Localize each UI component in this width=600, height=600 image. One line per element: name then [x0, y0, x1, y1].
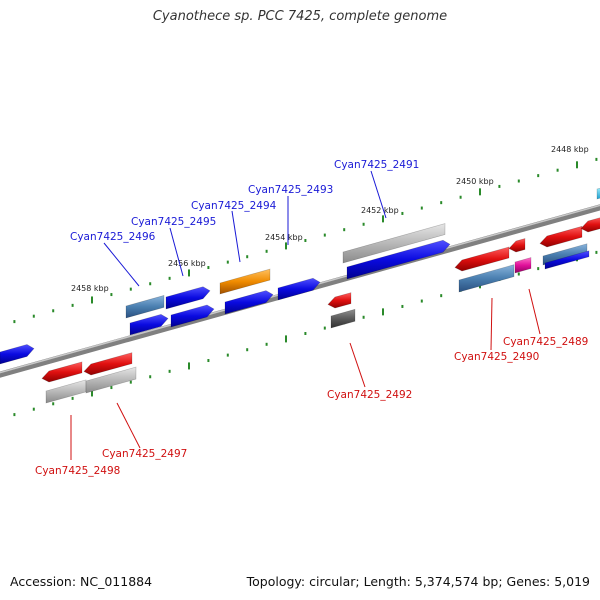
scale-label-2456: 2456 kbp [168, 259, 206, 268]
gene-feature[interactable] [170, 304, 215, 328]
gene-label-2498: Cyan7425_2498 [35, 465, 120, 477]
gene-feature[interactable] [539, 225, 583, 248]
gene-label-2496: Cyan7425_2496 [70, 231, 156, 243]
gene-feature[interactable] [346, 239, 451, 280]
gene-feature[interactable] [454, 246, 510, 272]
gene-feature[interactable] [83, 352, 133, 376]
map-title: Cyanothece sp. PCC 7425, complete genome [152, 9, 448, 24]
accession-text: Accession: NC_011884 [10, 574, 153, 589]
scale-label-2458: 2458 kbp [71, 284, 109, 293]
scale-labels: 2448 kbp 2450 kbp 2452 kbp 2454 kbp 2456… [71, 145, 589, 293]
gene-feature[interactable] [544, 250, 590, 270]
scale-label-2450: 2450 kbp [456, 177, 494, 186]
callout-lines [70, 170, 541, 460]
gene-feature[interactable] [580, 217, 600, 233]
gene-feature[interactable] [224, 290, 274, 315]
gene-label-2489: Cyan7425_2489 [503, 336, 588, 348]
gene-feature[interactable] [277, 277, 321, 301]
gene-feature[interactable] [165, 286, 211, 310]
gene-feature[interactable] [327, 292, 352, 309]
gene-label-2493: Cyan7425_2493 [248, 184, 333, 196]
gene-feature[interactable] [514, 257, 532, 274]
gene-feature[interactable] [0, 344, 35, 365]
genome-summary-text: Topology: circular; Length: 5,374,574 bp… [246, 574, 590, 589]
gene-feature[interactable] [45, 379, 87, 404]
gene-label-2494: Cyan7425_2494 [191, 200, 277, 212]
gene-feature[interactable] [125, 295, 165, 319]
gene-feature[interactable] [596, 187, 600, 200]
gene-feature[interactable] [330, 308, 356, 329]
gene-feature[interactable] [129, 314, 169, 336]
scale-label-2448: 2448 kbp [551, 145, 589, 154]
gene-label-2490: Cyan7425_2490 [454, 351, 539, 363]
gene-label-2495: Cyan7425_2495 [131, 216, 216, 228]
gene-feature[interactable] [508, 238, 526, 253]
scale-label-2452: 2452 kbp [361, 206, 399, 215]
gene-label-2497: Cyan7425_2497 [102, 448, 187, 460]
gene-feature[interactable] [41, 361, 83, 383]
gene-labels: Cyan7425_2491 Cyan7425_2493 Cyan7425_249… [35, 159, 588, 477]
gene-feature[interactable] [458, 264, 515, 293]
gene-label-2491: Cyan7425_2491 [334, 159, 419, 171]
gene-feature[interactable] [85, 366, 137, 394]
gene-feature[interactable] [342, 223, 446, 264]
gene-features[interactable] [0, 187, 600, 404]
scale-label-2454: 2454 kbp [265, 233, 303, 242]
gene-feature[interactable] [219, 268, 271, 295]
gene-label-2492: Cyan7425_2492 [327, 389, 412, 401]
